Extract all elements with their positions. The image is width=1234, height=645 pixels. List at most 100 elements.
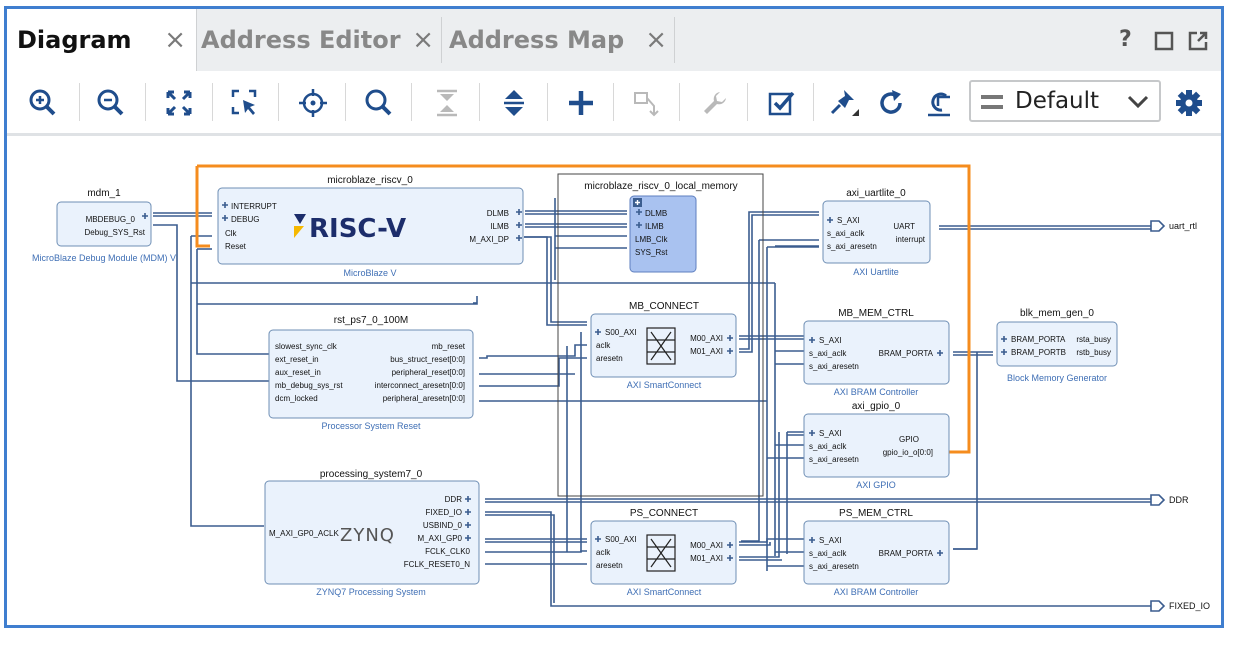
microblaze-instance: microblaze_riscv_0 bbox=[327, 175, 413, 186]
blk-mem-instance: blk_mem_gen_0 bbox=[1020, 308, 1094, 319]
port-label: rstb_busy bbox=[1076, 348, 1111, 357]
port-label: aresetn bbox=[596, 354, 623, 363]
port-label: FIXED_IO bbox=[426, 508, 462, 517]
port-label: UART bbox=[893, 222, 915, 231]
port-label: peripheral_reset[0:0] bbox=[392, 368, 465, 377]
external-port-arrows bbox=[1150, 220, 1166, 612]
validate-icon[interactable] bbox=[759, 81, 803, 125]
gear-icon[interactable] bbox=[1167, 81, 1211, 125]
chevron-down-icon bbox=[1127, 95, 1149, 109]
port-label: Clk bbox=[225, 229, 238, 238]
port-label: DLMB bbox=[645, 209, 667, 218]
block-design-canvas[interactable]: mdm_1 MBDEBUG_0 Debug_SYS_Rst MicroBlaze… bbox=[7, 136, 1221, 625]
mb-mem-ctrl-block[interactable] bbox=[803, 320, 950, 385]
port-label: mb_reset bbox=[432, 342, 466, 351]
mb-mem-ctrl-caption: AXI BRAM Controller bbox=[834, 387, 919, 397]
help-icon[interactable]: ? bbox=[1119, 27, 1132, 52]
microblaze-block[interactable] bbox=[217, 187, 524, 265]
float-window-icon[interactable] bbox=[1187, 30, 1209, 52]
port-label: s_axi_aclk bbox=[809, 442, 847, 451]
highlighted-net bbox=[197, 164, 971, 454]
fit-view-icon[interactable] bbox=[157, 81, 201, 125]
port-label: aclk bbox=[596, 548, 611, 557]
run-automation-icon[interactable] bbox=[821, 81, 865, 125]
port-plus-markers bbox=[142, 202, 1007, 561]
rst-instance: rst_ps7_0_100M bbox=[334, 315, 409, 326]
ps-mem-ctrl-block[interactable] bbox=[803, 520, 950, 585]
port-label: S_AXI bbox=[837, 216, 860, 225]
ps-mem-ctrl-instance: PS_MEM_CTRL bbox=[839, 508, 913, 519]
port-label: s_axi_aresetn bbox=[809, 455, 859, 464]
rst-block[interactable] bbox=[268, 329, 474, 419]
collapse-icon bbox=[425, 81, 469, 125]
port-label: DLMB bbox=[487, 209, 509, 218]
port-label: BRAM_PORTB bbox=[1011, 348, 1066, 357]
port-label: USBIND_0 bbox=[423, 521, 463, 530]
optimize-routing-icon[interactable] bbox=[917, 81, 961, 125]
port-label: BRAM_PORTA bbox=[879, 349, 934, 358]
port-label: gpio_io_o[0:0] bbox=[883, 448, 933, 457]
port-label: Reset bbox=[225, 242, 247, 251]
port-label: dcm_locked bbox=[275, 394, 318, 403]
port-label: aresetn bbox=[596, 561, 623, 570]
zoom-in-icon[interactable] bbox=[21, 81, 65, 125]
port-label: FCLK_RESET0_N bbox=[404, 560, 470, 569]
mb-mem-ctrl-instance: MB_MEM_CTRL bbox=[838, 308, 914, 319]
tab-diagram[interactable]: Diagram × bbox=[7, 9, 197, 71]
gpio-block[interactable] bbox=[803, 413, 950, 478]
local-memory-block[interactable] bbox=[629, 195, 697, 273]
port-label: M00_AXI bbox=[690, 541, 723, 550]
port-label: S_AXI bbox=[819, 336, 842, 345]
view-select[interactable]: Default View bbox=[969, 80, 1161, 122]
port-label: Debug_SYS_Rst bbox=[85, 228, 146, 237]
ps7-instance: processing_system7_0 bbox=[320, 469, 423, 480]
zoom-selection-icon[interactable] bbox=[223, 81, 267, 125]
gpio-caption: AXI GPIO bbox=[856, 480, 896, 490]
blk-mem-caption: Block Memory Generator bbox=[1007, 373, 1107, 383]
mb-connect-block[interactable] bbox=[590, 313, 737, 378]
ps7-block[interactable] bbox=[264, 480, 480, 585]
tab-address-editor[interactable]: Address Editor × bbox=[197, 9, 440, 71]
add-ip-icon[interactable] bbox=[559, 81, 603, 125]
search-icon[interactable] bbox=[357, 81, 401, 125]
port-label: M01_AXI bbox=[690, 554, 723, 563]
external-port-label: DDR bbox=[1169, 495, 1189, 505]
port-label: S00_AXI bbox=[605, 535, 637, 544]
rst-caption: Processor System Reset bbox=[321, 421, 421, 431]
port-label: M_AXI_DP bbox=[469, 235, 509, 244]
mdm-block[interactable] bbox=[56, 201, 152, 247]
port-label: ILMB bbox=[490, 222, 509, 231]
external-port-label: FIXED_IO bbox=[1169, 601, 1210, 611]
tab-address-map[interactable]: Address Map × bbox=[443, 9, 673, 71]
close-icon[interactable]: × bbox=[645, 25, 667, 55]
blk-mem-gen-block[interactable] bbox=[996, 321, 1118, 367]
port-label: s_axi_aclk bbox=[809, 549, 847, 558]
port-label: DDR bbox=[445, 495, 463, 504]
tab-address-editor-label: Address Editor bbox=[201, 26, 401, 54]
diagram-window: Diagram × Address Editor × Address Map ×… bbox=[4, 6, 1224, 628]
close-icon[interactable]: × bbox=[164, 25, 186, 55]
center-icon[interactable] bbox=[291, 81, 335, 125]
port-label: rsta_busy bbox=[1076, 335, 1111, 344]
zoom-out-icon[interactable] bbox=[89, 81, 133, 125]
port-label: s_axi_aresetn bbox=[827, 242, 877, 251]
microblaze-caption: MicroBlaze V bbox=[343, 268, 396, 278]
gpio-instance: axi_gpio_0 bbox=[852, 401, 901, 412]
uartlite-instance: axi_uartlite_0 bbox=[846, 188, 906, 199]
maximize-icon[interactable] bbox=[1154, 31, 1174, 51]
uartlite-caption: AXI Uartlite bbox=[853, 267, 899, 277]
close-icon[interactable]: × bbox=[412, 25, 434, 55]
tab-address-map-label: Address Map bbox=[449, 26, 625, 54]
port-label: aclk bbox=[596, 341, 611, 350]
uartlite-block[interactable] bbox=[822, 200, 931, 264]
mb-connect-instance: MB_CONNECT bbox=[629, 301, 699, 312]
make-connection-icon bbox=[625, 81, 669, 125]
mdm-caption: MicroBlaze Debug Module (MDM) V bbox=[32, 253, 176, 263]
regenerate-layout-icon[interactable] bbox=[869, 81, 913, 125]
zynq-logo: ZYNQ bbox=[340, 525, 395, 546]
ps-connect-caption: AXI SmartConnect bbox=[627, 587, 702, 597]
port-label: s_axi_aclk bbox=[809, 349, 847, 358]
expand-icon[interactable] bbox=[492, 81, 536, 125]
view-select-value: Default View bbox=[1015, 88, 1103, 114]
ps-connect-block[interactable] bbox=[590, 520, 737, 585]
